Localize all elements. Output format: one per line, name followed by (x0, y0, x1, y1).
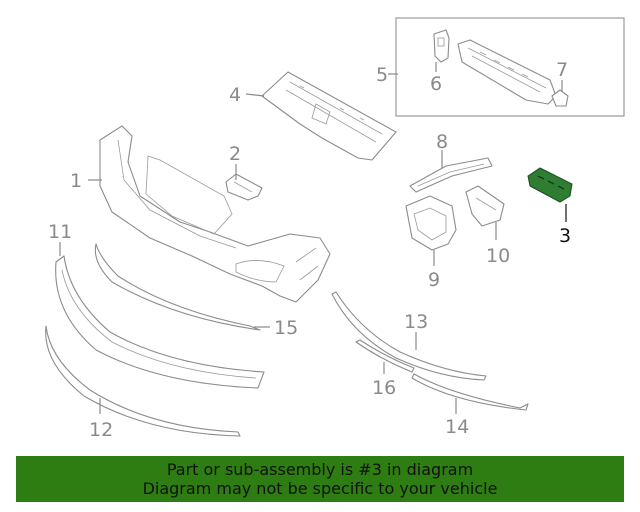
part-13-trim[interactable] (331, 291, 487, 381)
part-14-strip[interactable] (411, 373, 529, 411)
part-16-strip[interactable] (355, 339, 415, 373)
part-8-side-bracket[interactable] (409, 157, 493, 193)
part-5-rail[interactable] (457, 39, 557, 105)
callout-4[interactable]: 4 (229, 84, 241, 106)
callout-13[interactable]: 13 (404, 311, 428, 333)
part-1-bumper-cover[interactable] (99, 125, 331, 303)
callout-3[interactable]: 3 (559, 225, 571, 247)
callout-15[interactable]: 15 (274, 317, 298, 339)
part-10-bracket[interactable] (465, 185, 505, 227)
part-3-bracket-highlighted[interactable] (527, 167, 573, 203)
callout-1[interactable]: 1 (70, 170, 82, 192)
callout-2[interactable]: 2 (229, 143, 241, 165)
callout-11[interactable]: 11 (48, 221, 72, 243)
banner-line-disclaimer: Diagram may not be specific to your vehi… (142, 479, 498, 498)
banner-line-part-number: Part or sub-assembly is #3 in diagram (166, 460, 474, 479)
part-12-trim[interactable] (45, 325, 241, 437)
exploded-parts-diagram: 1 2 3 4 5 6 7 8 9 10 11 12 13 14 15 16 (45, 17, 625, 441)
callout-7[interactable]: 7 (556, 59, 568, 81)
part-2-bracket[interactable] (225, 173, 263, 201)
callout-5[interactable]: 5 (376, 64, 388, 86)
callout-14[interactable]: 14 (445, 416, 469, 438)
callout-16[interactable]: 16 (372, 377, 396, 399)
callout-8[interactable]: 8 (436, 131, 448, 153)
part-15-strip[interactable] (94, 243, 261, 331)
callout-12[interactable]: 12 (89, 419, 113, 441)
callout-10[interactable]: 10 (486, 245, 510, 267)
callout-9[interactable]: 9 (428, 269, 440, 291)
part-6-bracket[interactable] (433, 29, 450, 63)
part-4-cover[interactable] (261, 71, 397, 161)
part-9-bracket[interactable] (405, 195, 457, 251)
part-info-banner: Part or sub-assembly is #3 in diagram Di… (16, 456, 624, 502)
subassembly-5-frame (395, 17, 625, 117)
leader-lines (59, 62, 567, 414)
part-7-clip[interactable] (551, 89, 569, 107)
callout-labels: 1 2 3 4 5 6 7 8 9 10 11 12 13 14 15 16 (48, 59, 571, 441)
callout-6[interactable]: 6 (430, 73, 442, 95)
part-11-lower-valance[interactable] (55, 255, 265, 389)
